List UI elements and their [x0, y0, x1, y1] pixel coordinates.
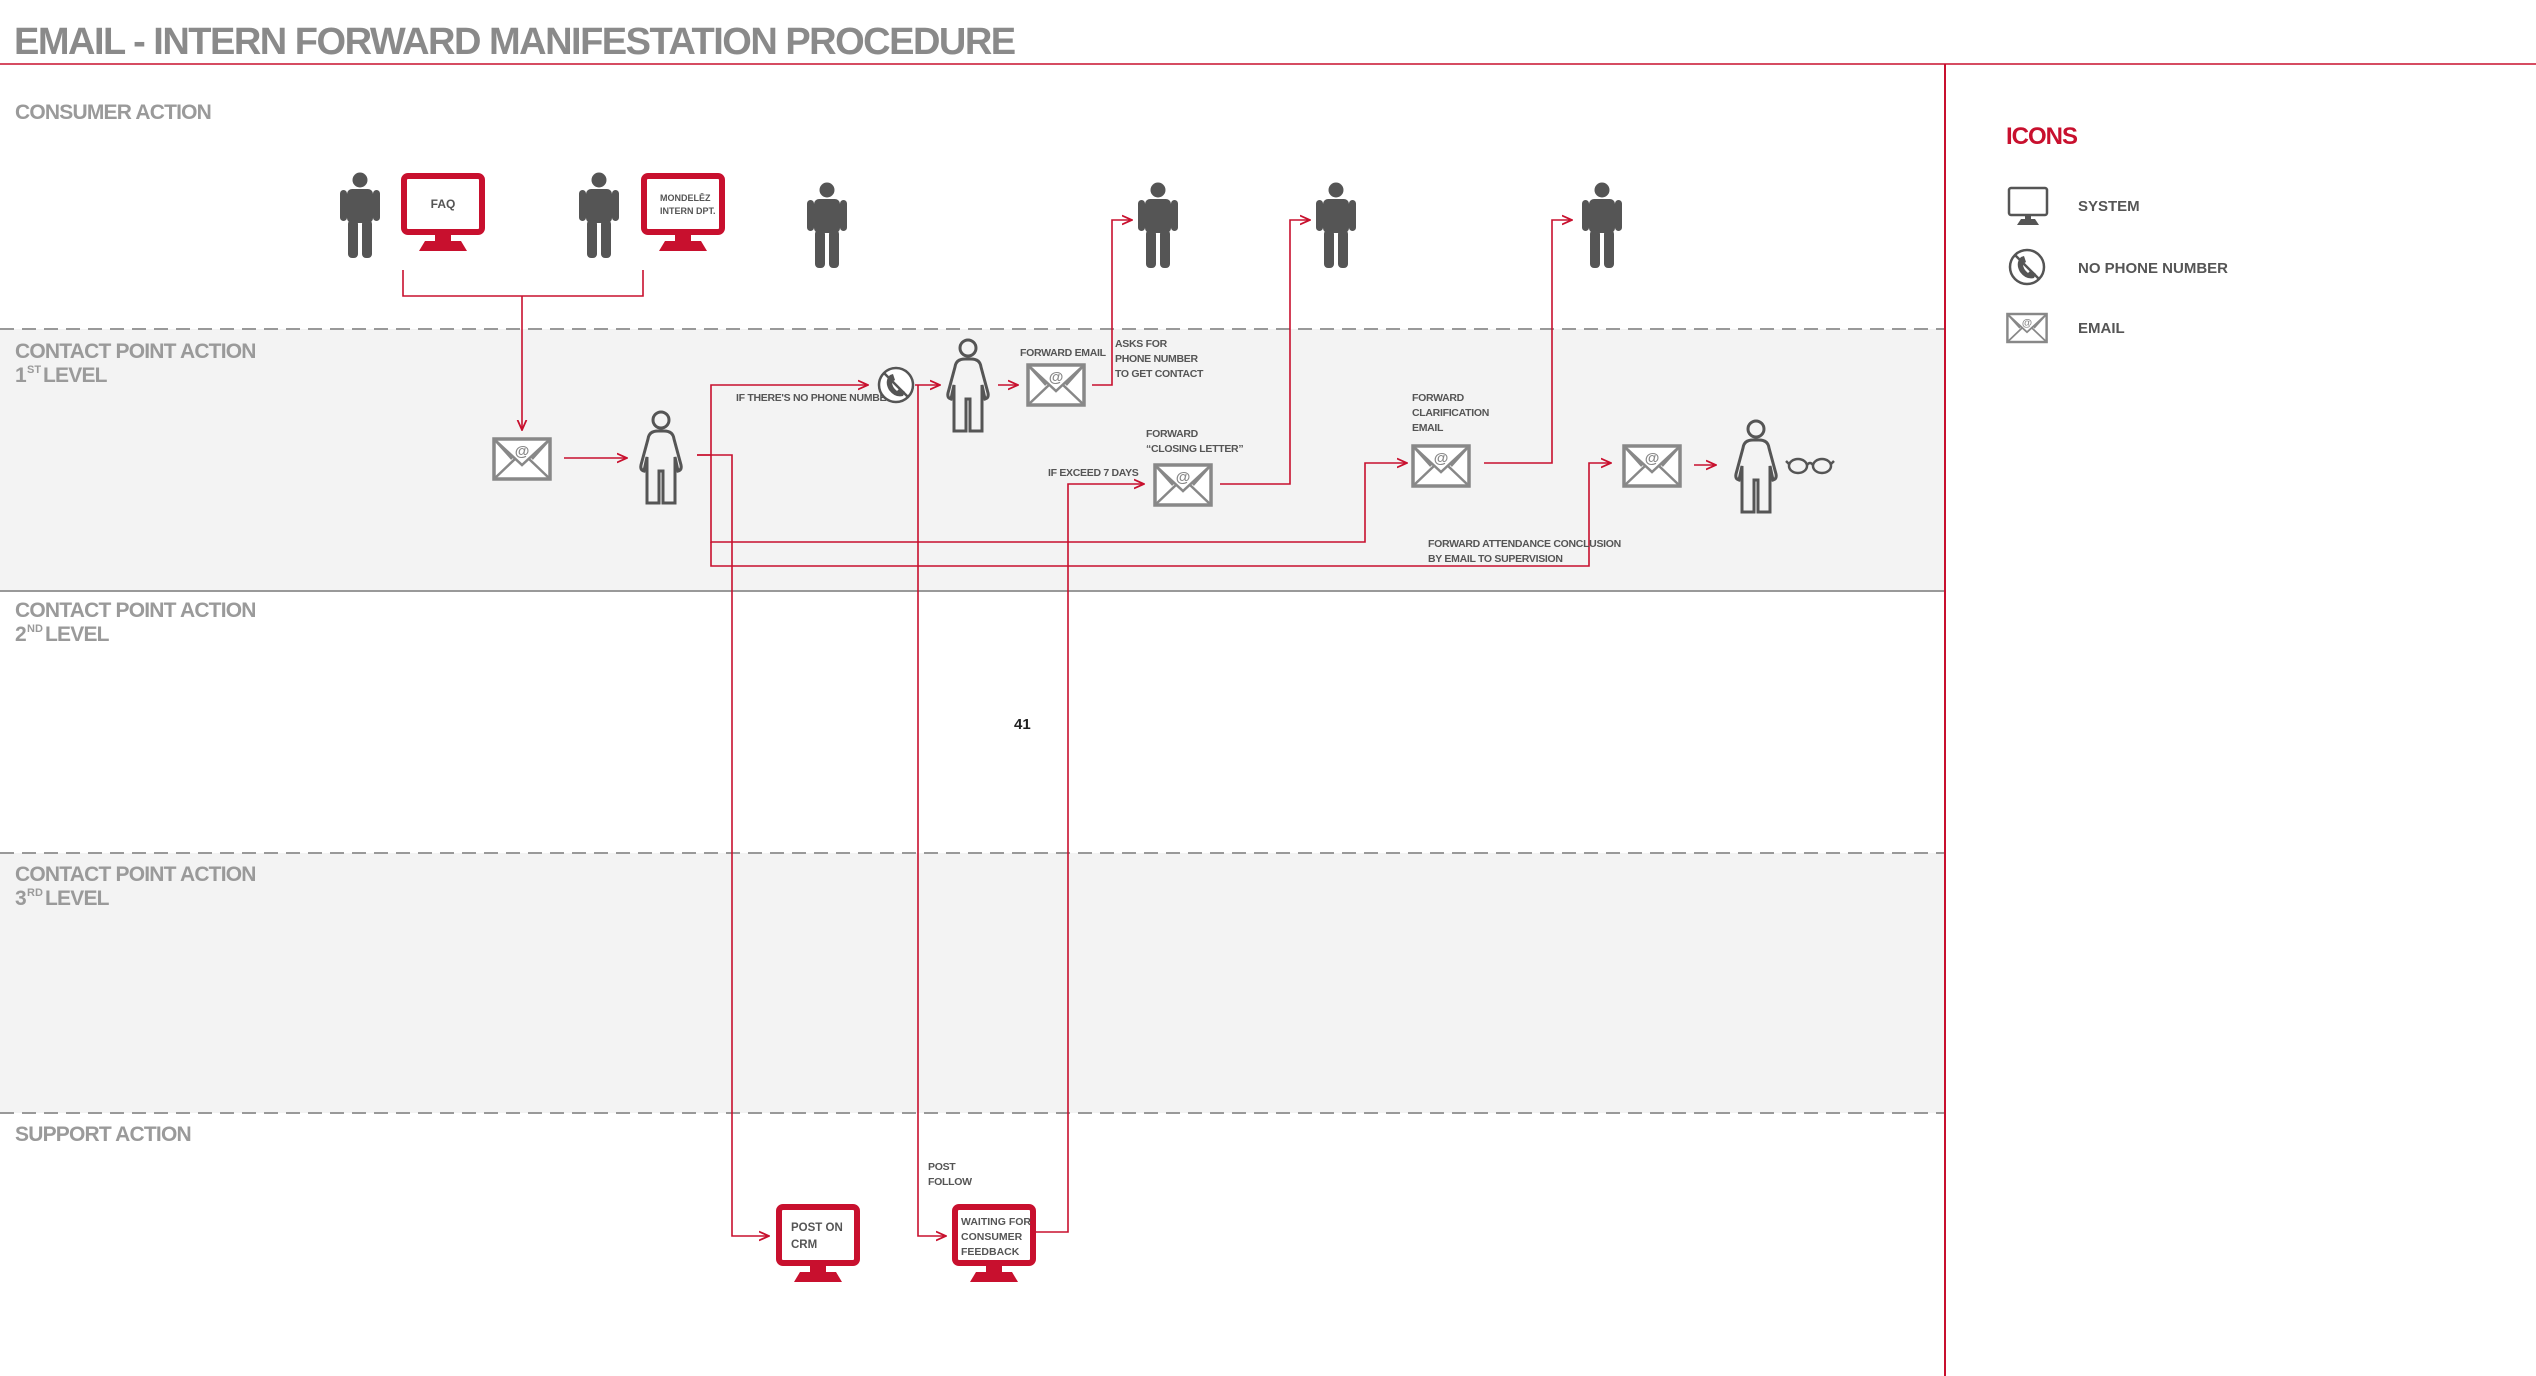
- no-phone-icon: [877, 366, 915, 404]
- arrow-to-waiting: [917, 385, 946, 1236]
- lane-label-cp1-level-num: 1: [15, 364, 27, 387]
- page-number: 41: [1014, 716, 1031, 733]
- email-icon: [492, 437, 552, 481]
- asks-for-caption-2: PHONE NUMBER: [1115, 353, 1198, 365]
- post-follow-caption-2: FOLLOW: [928, 1176, 972, 1188]
- email-icon: [1026, 363, 1086, 407]
- mondelez-monitor-label-2: INTERN DPT.: [660, 206, 716, 216]
- faq-system-icon: [404, 176, 482, 251]
- email-icon: [2006, 312, 2048, 344]
- waiting-monitor-label-3: FEEDBACK: [961, 1246, 1020, 1258]
- attendance-caption-1: FORWARD ATTENDANCE CONCLUSION: [1428, 538, 1621, 550]
- forward-email-caption: FORWARD EMAIL: [1020, 347, 1107, 359]
- faq-monitor-label: FAQ: [431, 197, 456, 211]
- lane-label-cp2: CONTACT POINT ACTION: [15, 599, 256, 622]
- consumer-person-icon: [579, 172, 619, 258]
- arrow-to-consumer-1: [1092, 220, 1132, 386]
- consumer-person-icon: [340, 172, 380, 258]
- lane-label-cp1-level: LEVEL: [43, 364, 108, 387]
- page-title: EMAIL - INTERN FORWARD MANIFESTATION PRO…: [14, 21, 1015, 63]
- no-phone-icon: [2008, 248, 2046, 286]
- consumer-person-icon: [807, 182, 847, 268]
- lane-label-cp2-level-sup: ND: [27, 623, 43, 635]
- crm-monitor-label-2: CRM: [791, 1239, 817, 1251]
- email-icon: [1411, 444, 1471, 488]
- no-phone-caption: IF THERE'S NO PHONE NUMBER: [736, 392, 894, 404]
- email-icon: [1153, 463, 1213, 507]
- attendance-caption-2: BY EMAIL TO SUPERVISION: [1428, 553, 1563, 565]
- lane-label-support: SUPPORT ACTION: [15, 1123, 191, 1146]
- glasses-icon: [1785, 457, 1835, 475]
- asks-for-caption-3: TO GET CONTACT: [1115, 368, 1204, 380]
- post-follow-caption-1: POST: [928, 1161, 956, 1173]
- clarification-caption-2: CLARIFICATION: [1412, 407, 1489, 419]
- legend-label-system: SYSTEM: [2078, 198, 2140, 215]
- lane-label-cp2-level-num: 2: [15, 623, 26, 646]
- lane-label-cp3-level: LEVEL: [45, 887, 110, 910]
- lane-label-cp3-level-num: 3: [15, 887, 26, 910]
- arrow-to-crm: [697, 454, 769, 1236]
- lane-label-cp1-level-sup: ST: [27, 364, 41, 376]
- lane-label-cp1: CONTACT POINT ACTION: [15, 340, 256, 363]
- lane-label-cp2-level: LEVEL: [45, 623, 110, 646]
- lane-label-consumer: CONSUMER ACTION: [15, 101, 211, 124]
- crm-monitor-label-1: POST ON: [791, 1222, 843, 1234]
- clarification-caption-1: FORWARD: [1412, 392, 1465, 404]
- legend-title: ICONS: [2006, 123, 2078, 150]
- consumer-person-icon: [1138, 182, 1178, 268]
- consumer-person-icon: [1582, 182, 1622, 268]
- lane-label-cp3: CONTACT POINT ACTION: [15, 863, 256, 886]
- bracket-connector: [402, 270, 644, 297]
- arrow-to-consumer-3: [1484, 220, 1572, 464]
- legend-label-email: EMAIL: [2078, 320, 2125, 337]
- mondelez-monitor-label-1: MONDELĒZ: [660, 193, 711, 203]
- system-icon: [2007, 186, 2049, 225]
- waiting-monitor-label-2: CONSUMER: [961, 1231, 1023, 1243]
- arrow-to-clarification: [710, 455, 1407, 543]
- arrow-to-closing-letter: [1036, 484, 1144, 1233]
- asks-for-caption-1: ASKS FOR: [1115, 338, 1168, 350]
- closing-letter-caption-2: “CLOSING LETTER”: [1146, 443, 1243, 455]
- lane-bg-cp1: [0, 329, 1944, 591]
- legend-label-no-phone: NO PHONE NUMBER: [2078, 260, 2228, 277]
- email-icon: [1622, 444, 1682, 488]
- clarification-caption-3: EMAIL: [1412, 422, 1444, 434]
- closing-letter-caption-1: FORWARD: [1146, 428, 1199, 440]
- arrow-to-consumer-2: [1220, 220, 1310, 485]
- consumer-person-icon: [1316, 182, 1356, 268]
- lane-bg-cp3: [0, 853, 1944, 1113]
- waiting-monitor-label-1: WAITING FOR: [961, 1216, 1031, 1228]
- connectors: [402, 220, 1716, 1236]
- arrow-to-attendance: [710, 463, 1611, 567]
- exceed-caption: IF EXCEED 7 DAYS: [1048, 467, 1139, 479]
- lane-label-cp3-level-sup: RD: [27, 887, 43, 899]
